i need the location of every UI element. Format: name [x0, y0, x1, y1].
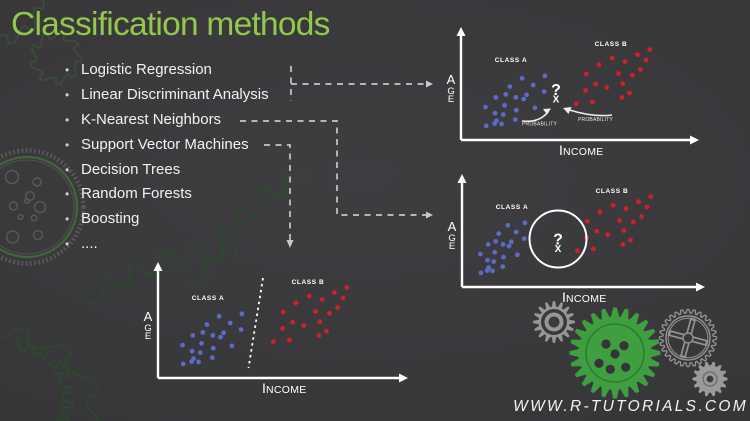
svg-text:NCOME: NCOME — [563, 146, 604, 158]
svg-text:?: ? — [553, 232, 563, 249]
svg-text:G: G — [448, 233, 455, 244]
svg-text:G: G — [447, 86, 454, 97]
svg-text:X: X — [555, 244, 562, 255]
svg-text:A: A — [144, 309, 153, 324]
svg-text:NCOME: NCOME — [566, 293, 607, 305]
svg-text:CLASS B: CLASS B — [292, 279, 325, 286]
svg-text:?: ? — [551, 82, 561, 99]
svg-text:CLASS A: CLASS A — [192, 295, 225, 302]
svg-text:E: E — [145, 331, 151, 342]
svg-text:G: G — [144, 323, 151, 334]
svg-text:PROBABILITY: PROBABILITY — [522, 122, 557, 128]
svg-text:I: I — [262, 380, 266, 396]
svg-text:I: I — [562, 289, 566, 305]
svg-text:CLASS B: CLASS B — [595, 41, 628, 48]
svg-text:A: A — [448, 219, 457, 234]
svg-text:NCOME: NCOME — [266, 384, 307, 396]
svg-text:CLASS B: CLASS B — [596, 188, 629, 195]
svg-text:E: E — [448, 94, 454, 105]
svg-text:X: X — [553, 95, 560, 106]
svg-text:CLASS A: CLASS A — [495, 57, 528, 64]
svg-text:CLASS A: CLASS A — [496, 204, 529, 211]
svg-text:E: E — [449, 241, 455, 252]
svg-text:A: A — [447, 72, 456, 87]
svg-text:I: I — [559, 142, 563, 158]
svg-text:PROBABILITY: PROBABILITY — [578, 117, 613, 123]
